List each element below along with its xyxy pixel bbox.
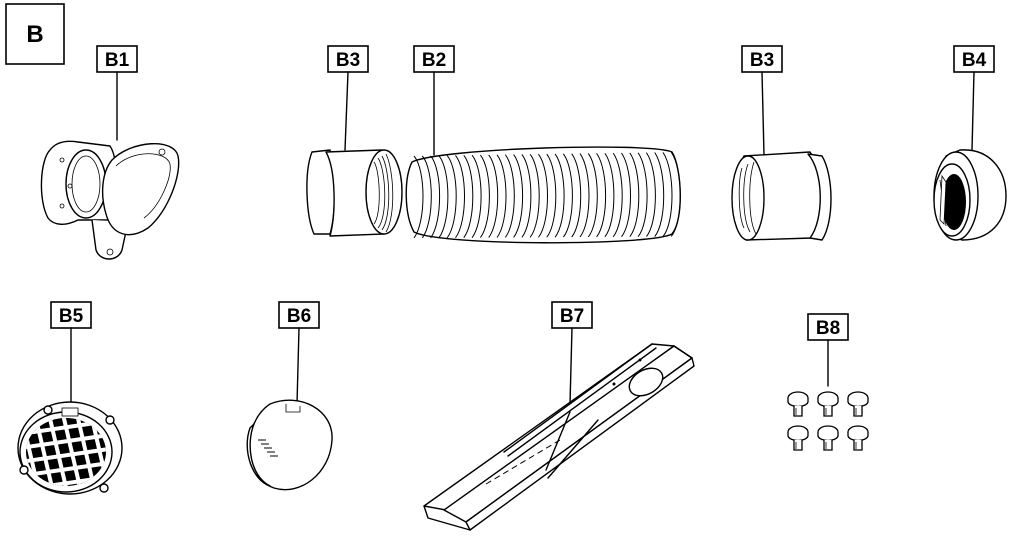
window-slide-kit-icon <box>423 343 695 531</box>
section-label-box: B <box>5 3 65 65</box>
svg-text:B6: B6 <box>287 306 311 327</box>
part-label-b3-right: B3 <box>741 45 783 73</box>
part-b4: B4 <box>933 45 1007 241</box>
window-adapter-icon <box>933 149 1007 241</box>
end-cap-icon <box>246 399 333 491</box>
svg-text:B3: B3 <box>336 50 360 71</box>
part-b1: B1 <box>40 45 180 260</box>
svg-text:B8: B8 <box>816 318 840 339</box>
svg-text:B2: B2 <box>422 50 446 71</box>
svg-text:B4: B4 <box>962 50 987 71</box>
wall-flange-with-cap-icon <box>40 140 180 260</box>
svg-text:B3: B3 <box>750 50 774 71</box>
part-label-b1: B1 <box>96 45 138 73</box>
section-label: B <box>26 21 43 48</box>
part-b2: B2 <box>405 45 681 244</box>
part-label-b7: B7 <box>551 301 593 329</box>
part-b8: B8 <box>787 313 869 451</box>
part-label-b8: B8 <box>807 313 849 341</box>
svg-text:B7: B7 <box>560 306 584 327</box>
part-label-b4: B4 <box>953 45 995 73</box>
svg-text:B5: B5 <box>59 306 84 327</box>
screw-anchors-icon <box>787 391 869 451</box>
grille-cover-icon <box>17 401 123 495</box>
part-b3-right: B3 <box>731 45 832 241</box>
part-label-b3-left: B3 <box>327 45 369 73</box>
part-b5: B5 <box>17 301 123 495</box>
svg-text:B1: B1 <box>105 50 130 71</box>
part-b3-left: B3 <box>306 45 403 237</box>
part-label-b5: B5 <box>50 301 92 329</box>
hose-connector-icon-right <box>731 151 832 241</box>
hose-connector-icon-left <box>306 149 403 237</box>
part-label-b2: B2 <box>413 45 455 73</box>
exhaust-hose-icon <box>405 146 681 244</box>
part-b7: B7 <box>423 301 695 531</box>
part-b6: B6 <box>246 301 333 491</box>
part-label-b6: B6 <box>278 301 320 329</box>
